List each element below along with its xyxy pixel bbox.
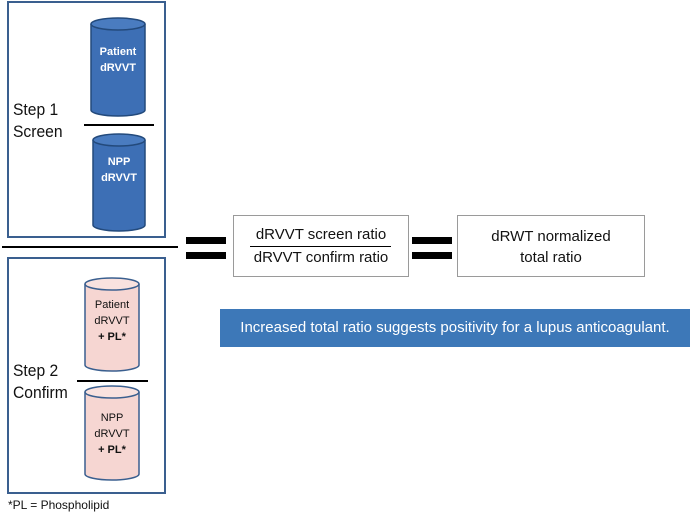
equals-sign-2-top <box>412 237 452 244</box>
step2-confirm-box <box>7 257 166 494</box>
conclusion-banner: Increased total ratio suggests positivit… <box>220 309 690 347</box>
patient-drvvt-pl-cylinder <box>84 277 140 372</box>
ratio-denominator: dRVVT confirm ratio <box>253 249 389 266</box>
cyl-text-line: + PL* <box>98 444 126 456</box>
cyl-text-line: dRVVT <box>94 428 130 440</box>
patient-drvvt-label: Patient dRVVT <box>91 44 145 76</box>
patient-drvvt-pl-label: Patient dRVVT + PL* <box>85 297 139 345</box>
cyl-text-line: NPP <box>100 412 124 424</box>
footnote: *PL = Phospholipid <box>8 498 110 512</box>
result-line1: dRWT normalized <box>491 228 611 245</box>
cyl-text-line: Patient <box>99 46 137 58</box>
step1-label-line2: Screen <box>13 122 63 141</box>
equals-sign-1-top <box>186 237 226 244</box>
patient-drvvt-cylinder <box>90 17 146 117</box>
result-box <box>457 215 645 277</box>
step2-label: Step 2 Confirm <box>13 360 68 404</box>
npp-drvvt-pl-cylinder <box>84 385 140 481</box>
step1-screen-box <box>7 1 166 238</box>
npp-drvvt-label: NPP dRVVT <box>93 154 145 186</box>
npp-drvvt-pl-label: NPP dRVVT + PL* <box>85 410 139 458</box>
step2-label-line1: Step 2 <box>13 361 59 380</box>
cyl-text-line: NPP <box>107 156 131 168</box>
result-line2: total ratio <box>520 249 582 266</box>
cyl-text-line: + PL* <box>98 331 126 343</box>
step2-label-line2: Confirm <box>13 383 68 402</box>
npp-drvvt-cylinder <box>92 133 146 232</box>
step1-label: Step 1 Screen <box>13 99 63 143</box>
screen-fraction-line <box>84 124 154 126</box>
step1-label-line1: Step 1 <box>13 100 59 119</box>
confirm-fraction-line <box>77 380 148 382</box>
equals-sign-2-bottom <box>412 252 452 259</box>
cyl-text-line: dRVVT <box>101 172 137 184</box>
main-fraction-line <box>2 246 178 248</box>
ratio-numerator: dRVVT screen ratio <box>255 226 387 243</box>
cyl-text-line: Patient <box>94 299 130 311</box>
ratio-fraction-line <box>250 246 391 247</box>
cyl-text-line: dRVVT <box>100 62 136 74</box>
cyl-text-line: dRVVT <box>94 315 130 327</box>
equals-sign-1-bottom <box>186 252 226 259</box>
